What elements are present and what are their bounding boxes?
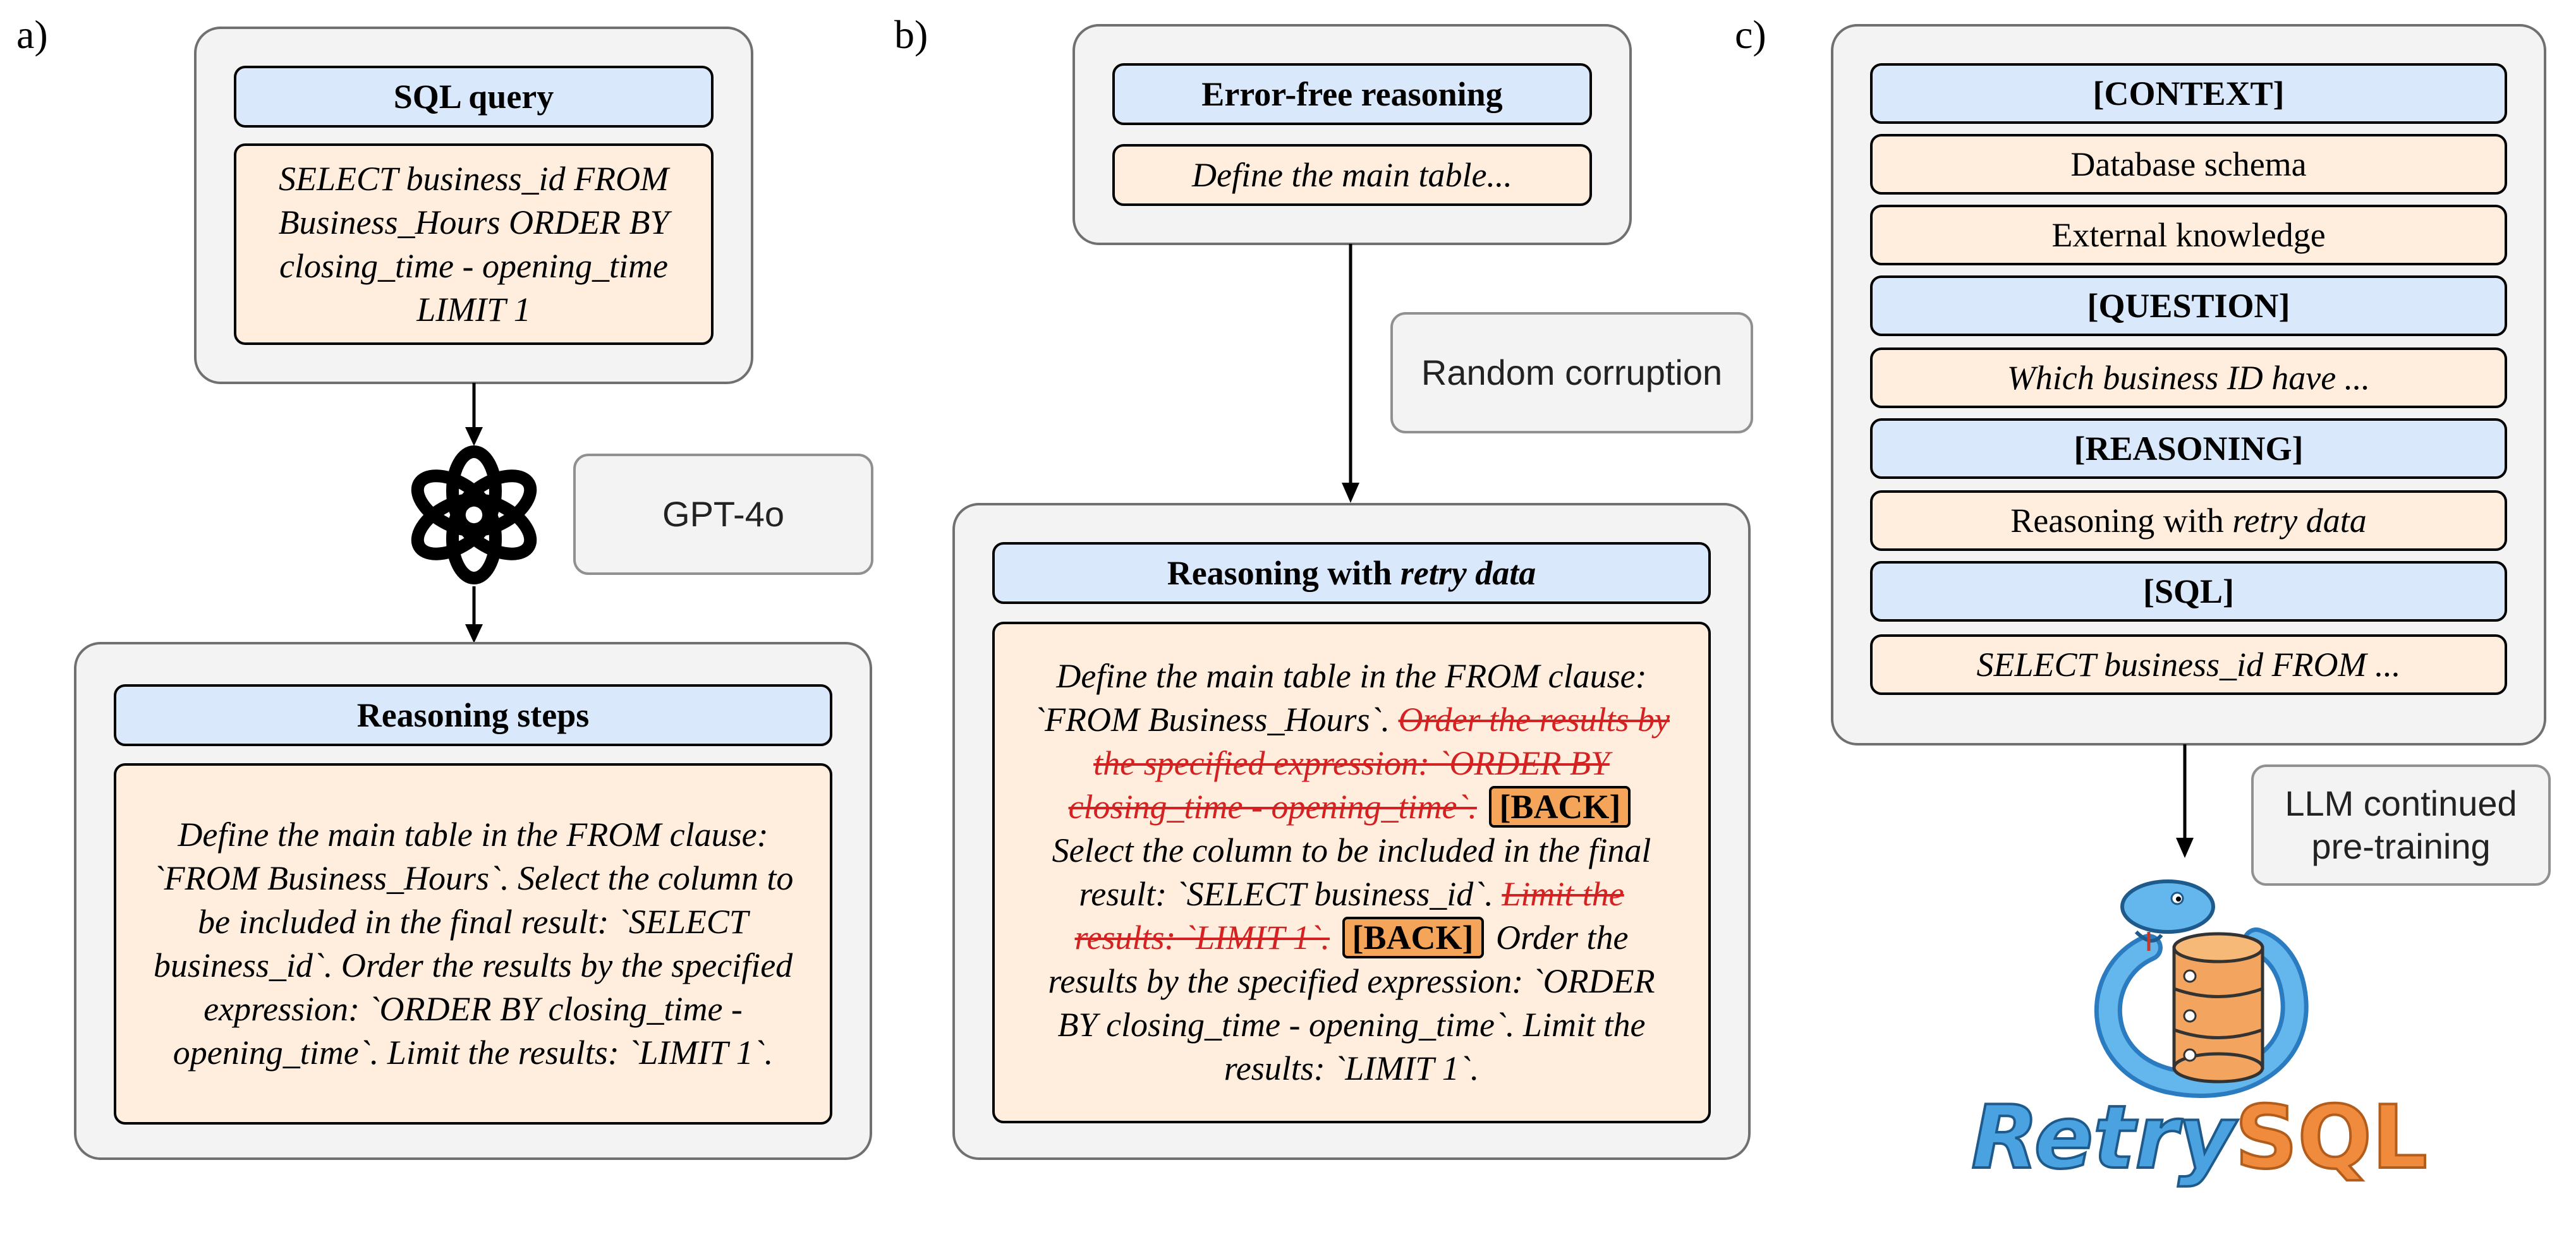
panel-label-b: b) xyxy=(894,12,928,57)
reasoning-text-italic: retry data xyxy=(2232,502,2367,540)
gpt-4o-label: GPT-4o xyxy=(573,454,873,575)
error-free-title: Error-free reasoning xyxy=(1112,63,1592,125)
back-token-1: [BACK] xyxy=(1489,786,1631,828)
external-knowledge-item: External knowledge xyxy=(1870,205,2507,265)
retry-data-text: Define the main table in the FROM clause… xyxy=(992,622,1711,1123)
openai-logo-icon xyxy=(411,445,537,584)
retry-strike-1: Order the results by the specified expre… xyxy=(1068,701,1670,826)
retry-data-title: Reasoning with retry data xyxy=(992,542,1711,604)
error-free-container xyxy=(1072,24,1632,245)
reasoning-steps-text: Define the main table in the FROM clause… xyxy=(114,763,832,1125)
context-header: [CONTEXT] xyxy=(1870,63,2507,124)
retry-segment-1: Define the main table in the FROM clause… xyxy=(1033,657,1647,739)
retry-segment-3: Order the results by the specified expre… xyxy=(1048,919,1655,1087)
sql-text: SELECT business_id FROM ... xyxy=(1870,634,2507,695)
random-corruption-label: Random corruption xyxy=(1390,312,1753,433)
reasoning-text-prefix: Reasoning with xyxy=(2010,502,2233,540)
retry-segment-2: Select the column to be included in the … xyxy=(1052,831,1651,913)
retry-strike-2: Limit the results: `LIMIT 1`. xyxy=(1074,875,1624,957)
arrow-corruption xyxy=(1342,244,1359,503)
question-header: [QUESTION] xyxy=(1870,275,2507,336)
panel-label-c: c) xyxy=(1735,12,1766,57)
database-schema-item: Database schema xyxy=(1870,134,2507,195)
sql-query-text: SELECT business_id FROM Business_Hours O… xyxy=(234,143,714,345)
arrow-gpt-to-steps xyxy=(465,586,483,643)
panel-label-a: a) xyxy=(16,12,48,57)
arrow-to-model xyxy=(2176,744,2194,858)
sql-query-title: SQL query xyxy=(234,66,714,128)
error-free-text: Define the main table... xyxy=(1112,144,1592,206)
python-database-icon xyxy=(2094,879,2309,1098)
logo-sql: SQL xyxy=(2233,1085,2429,1190)
logo-retry: Retry xyxy=(1970,1085,2236,1190)
reasoning-text: Reasoning with retry data xyxy=(1870,490,2507,551)
back-token-2: [BACK] xyxy=(1342,917,1484,958)
reasoning-header: [REASONING] xyxy=(1870,418,2507,479)
sql-header: [SQL] xyxy=(1870,561,2507,622)
retry-title-italic: retry data xyxy=(1400,554,1536,592)
retry-title-prefix: Reasoning with xyxy=(1167,554,1400,592)
reasoning-steps-title: Reasoning steps xyxy=(114,684,832,746)
question-text: Which business ID have ... xyxy=(1870,347,2507,408)
llm-continued-pretraining-label: LLM continued pre-training xyxy=(2251,764,2551,886)
arrow-sql-to-gpt xyxy=(465,383,483,446)
